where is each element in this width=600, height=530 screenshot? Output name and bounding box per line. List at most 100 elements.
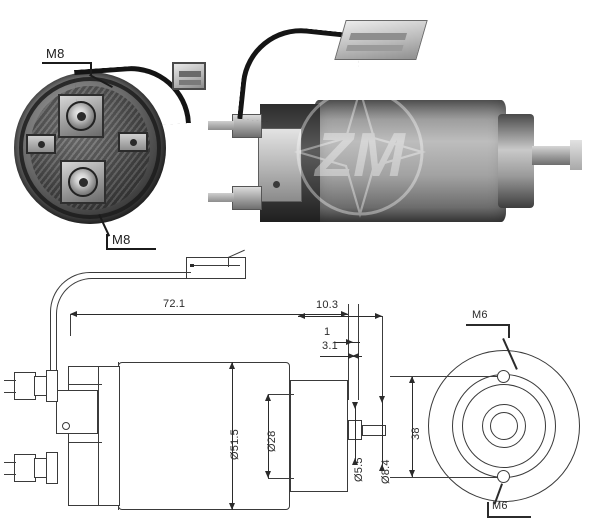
drawing-head-detail-2: [68, 442, 102, 443]
dimarrow-72-1-left: [70, 311, 77, 317]
plug-detail-line-1: [192, 265, 240, 266]
dimarrow-38-up: [409, 376, 415, 383]
housing-rim: [19, 77, 161, 219]
callout-underline-m6-top: [466, 324, 510, 326]
barrel-end-cap: [498, 114, 534, 208]
drawing-m6-hole-top: [497, 370, 510, 383]
dimarrow-3-1-right: [348, 353, 355, 359]
drawing-upper-nut-3: [46, 370, 58, 402]
dimtext-3-1: 3.1: [322, 340, 338, 352]
callout-stem-m8-top: [90, 62, 92, 76]
technical-drawing: 72.1 1 10.3 3.1: [0, 249, 600, 530]
extline-38-top: [390, 376, 498, 377]
solenoid-barrel: [314, 100, 506, 222]
drawing-connector-plug: [186, 257, 246, 279]
dimarrow-dia-51-5-up: [229, 362, 235, 369]
dimtext-dia-28: Ø28: [266, 430, 278, 452]
dimarrow-dia-51-5-down: [229, 503, 235, 510]
dimarrow-dia-28-down: [265, 471, 271, 478]
dimline-38: [412, 376, 413, 477]
drawing-lower-nut-1: [14, 454, 36, 482]
callout-underline-m8-top: [42, 62, 92, 64]
drawing-end-face-inner-circle: [462, 384, 546, 468]
drawing-body-step: [290, 380, 348, 492]
extline-10-3-right: [382, 316, 383, 400]
drawing-lower-nut-3: [46, 452, 58, 484]
drawing-lower-stud-line-1: [4, 462, 16, 463]
extline-38-bottom: [390, 477, 498, 478]
plug-pin-upper: [349, 33, 408, 40]
dimarrow-72-1-right: [341, 311, 348, 317]
contact-bracket: [258, 128, 302, 202]
callout-label-m6-bottom: M6: [492, 500, 508, 512]
lower-terminal-stud: [68, 167, 98, 197]
extline-72-1-left: [70, 314, 71, 336]
extline-dia-28-top: [268, 394, 294, 395]
plug-detail-line-2: [228, 257, 229, 267]
drawing-upper-nut-1: [14, 372, 36, 400]
left-spade-tab: [26, 134, 56, 154]
dimline-3-1: [320, 356, 362, 357]
dimtext-72-1: 72.1: [163, 298, 186, 310]
dimarrow-dia-8-4-bottom: [379, 464, 385, 471]
callout-stem-m6-bottom: [487, 502, 489, 518]
plunger-tip: [570, 140, 582, 170]
callout-label-m6-top: M6: [472, 309, 488, 321]
callout-stem-m8-bottom: [106, 234, 108, 250]
callout-label-m8-top: M8: [46, 46, 65, 61]
dimtext-38: 38: [410, 427, 422, 440]
dimline-dia-8-4: [382, 396, 383, 470]
plunger-shaft: [532, 146, 576, 165]
upper-terminal-stud-shaft: [208, 121, 234, 130]
drawing-end-face-bore-outer: [482, 404, 526, 448]
callout-stem-m6-top: [508, 324, 510, 338]
drawing-end-face-bore-inner: [490, 412, 518, 440]
dimarrow-dia-28-up: [265, 394, 271, 401]
extline-dia-28-bottom: [268, 478, 294, 479]
solenoid-end-view-photo: [14, 62, 206, 232]
lower-terminal-stud-shaft: [208, 193, 234, 202]
drawing-shaft: [362, 425, 386, 436]
callout-underline-m8-bottom: [106, 248, 156, 250]
plug-pin-lower: [345, 45, 404, 51]
drawing-end-face-outer-circle: [428, 350, 580, 502]
drawing-head-detail-1: [68, 384, 102, 385]
callout-label-m8-bottom: M8: [112, 232, 131, 247]
dimtext-dia-5-5: Ø5.5: [353, 457, 365, 482]
dimarrow-1-right: [346, 339, 353, 345]
drawing-head-block: [68, 366, 120, 506]
lower-terminal-nut: [232, 186, 262, 210]
dimline-dia-28: [268, 394, 269, 478]
solenoid-side-view-photo: ZM: [208, 18, 588, 248]
dimline-72-1: [70, 314, 348, 315]
dimarrow-dia-5-5-bottom: [352, 458, 358, 465]
plug-slot-upper: [179, 71, 201, 77]
drawing-upper-stud-line-2: [4, 392, 16, 393]
dimtext-dia-51-5: Ø51.5: [229, 429, 241, 460]
drawing-lead-wire-drop-inner: [56, 322, 57, 380]
drawing-head-detail-3: [98, 366, 99, 506]
dimline-10-3: [298, 316, 382, 317]
dimarrow-3-1-left: [352, 353, 359, 359]
dimarrow-dia-8-4-top: [379, 396, 385, 403]
extline-flange-right: [348, 304, 349, 400]
upper-terminal-block: [58, 94, 104, 138]
callout-underline-m6-bottom: [487, 516, 531, 518]
drawing-body-outline: [118, 362, 290, 510]
drawing-m6-hole-bottom: [497, 470, 510, 483]
dimtext-dia-8-4: Ø8.4: [380, 459, 392, 484]
dimtext-1: 1: [324, 326, 331, 338]
photo-area: M8 M8: [0, 0, 600, 262]
drawing-lower-stud-line-2: [4, 474, 16, 475]
connector-plug-side: [334, 20, 428, 60]
dimline-dia-5-5: [355, 402, 356, 464]
dimarrow-38-down: [409, 470, 415, 477]
plug-slot-lower: [179, 80, 201, 85]
upper-terminal-stud: [66, 101, 96, 131]
extline-step-right: [358, 304, 359, 400]
connector-plug-photo: [172, 62, 206, 90]
drawing-bracket-hole: [62, 422, 70, 430]
plug-pin-dot: [190, 264, 194, 267]
dimarrow-10-3-left: [298, 313, 305, 319]
